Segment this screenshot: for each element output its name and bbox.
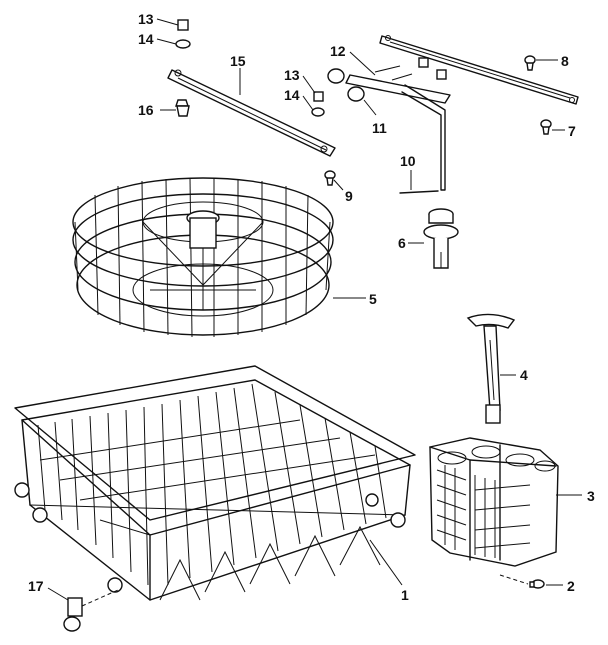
basket-handle-part bbox=[466, 313, 516, 424]
callout-16: 16 bbox=[138, 102, 154, 118]
screw-part-16 bbox=[160, 99, 190, 117]
roller-part-17 bbox=[47, 587, 119, 632]
callout-11: 11 bbox=[372, 120, 387, 136]
nut-washer-upper-left bbox=[156, 18, 191, 49]
screw-part-8 bbox=[524, 55, 558, 71]
callout-13-middle: 13 bbox=[284, 67, 300, 83]
callout-14-middle: 14 bbox=[284, 87, 300, 103]
screw-part-7 bbox=[540, 119, 565, 135]
pin-part-10 bbox=[399, 170, 439, 194]
spray-arm-bracket-part bbox=[345, 51, 451, 191]
callout-2: 2 bbox=[567, 578, 575, 594]
callout-9: 9 bbox=[345, 188, 353, 204]
callout-15: 15 bbox=[230, 53, 246, 69]
screw-part-9 bbox=[324, 170, 344, 191]
callout-4: 4 bbox=[520, 367, 528, 383]
callout-17: 17 bbox=[28, 578, 44, 594]
upper-rack-rail-part bbox=[167, 68, 336, 157]
callout-5: 5 bbox=[369, 291, 377, 307]
callout-labels: 13 14 15 13 14 16 12 11 8 7 10 9 6 5 4 3… bbox=[28, 11, 595, 603]
callout-13-upper: 13 bbox=[138, 11, 154, 27]
callout-7: 7 bbox=[568, 123, 576, 139]
right-rack-rail-part bbox=[379, 35, 579, 105]
callout-3: 3 bbox=[587, 488, 595, 504]
silverware-basket-part bbox=[429, 437, 582, 567]
round-rack-part bbox=[72, 177, 366, 338]
lower-rack-part bbox=[14, 365, 416, 601]
callout-8: 8 bbox=[561, 53, 569, 69]
callout-1: 1 bbox=[401, 587, 409, 603]
nut-washer-middle bbox=[302, 75, 325, 117]
callout-10: 10 bbox=[400, 153, 416, 169]
callout-6: 6 bbox=[398, 235, 406, 251]
bumper-part-11 bbox=[327, 68, 377, 116]
callout-12: 12 bbox=[330, 43, 346, 59]
callout-14-upper: 14 bbox=[138, 31, 154, 47]
screw-part-2 bbox=[499, 574, 563, 589]
hub-part-6 bbox=[408, 208, 459, 269]
